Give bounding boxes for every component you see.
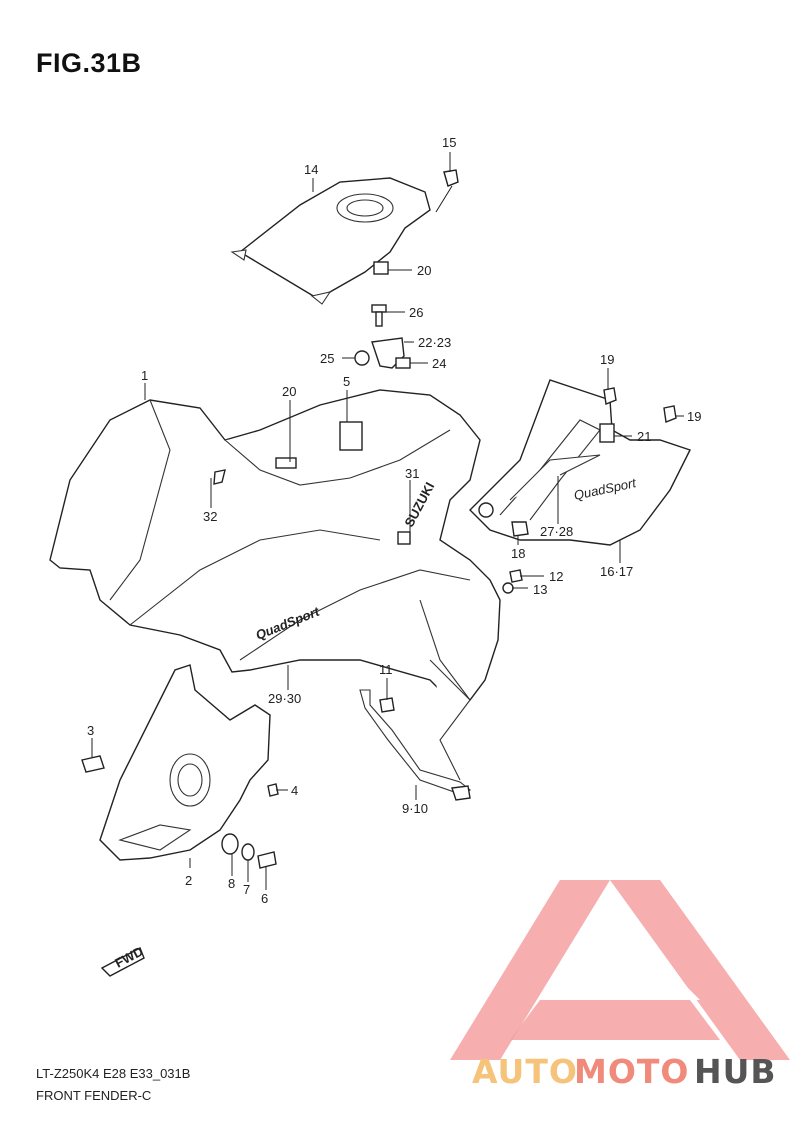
callout-16-17: 16·17 (600, 564, 633, 579)
callout-7: 7 (243, 882, 250, 897)
part-18-nut (511, 521, 529, 537)
callout-6: 6 (261, 891, 268, 906)
callout-19-a: 19 (600, 352, 614, 367)
callout-11: 11 (379, 662, 393, 677)
part-2-inner-fender (99, 664, 271, 861)
part-4-screw (267, 783, 279, 797)
footer-code: LT-Z250K4 E28 E33_031B (36, 1066, 191, 1081)
part-1-front-fender (49, 389, 501, 781)
leader-lines (91, 152, 684, 890)
watermark-part1: AUTO (472, 1052, 578, 1091)
callout-8: 8 (228, 876, 235, 891)
callout-14: 14 (304, 162, 318, 177)
callout-1: 1 (141, 368, 148, 383)
callout-3: 3 (87, 723, 94, 738)
callout-29-30: 29·30 (268, 691, 301, 706)
callout-19-b: 19 (687, 409, 701, 424)
figure-title: FIG.31B (36, 48, 142, 78)
footer-name: FRONT FENDER-C (36, 1088, 152, 1103)
part-3-clip-nut (81, 755, 105, 773)
part-6-7-8-fasteners (221, 833, 277, 869)
callout-25: 25 (320, 351, 334, 366)
callout-31: 31 (405, 466, 419, 481)
callout-32: 32 (203, 509, 217, 524)
part-16-17-side-panel (469, 379, 691, 546)
part-19-clips (603, 387, 677, 423)
part-14-cover (230, 177, 431, 305)
callout-22-23: 22·23 (418, 335, 451, 350)
watermark-part3: HUB (694, 1052, 777, 1091)
watermark-logo (450, 880, 790, 1060)
callout-18: 18 (511, 546, 525, 561)
callout-9-10: 9·10 (402, 801, 428, 816)
callout-20-a: 20 (282, 384, 296, 399)
callout-24: 24 (432, 356, 446, 371)
callout-5: 5 (343, 374, 350, 389)
callout-20-b: 20 (417, 263, 431, 278)
callout-26: 26 (409, 305, 423, 320)
callout-15: 15 (442, 135, 456, 150)
part-9-10-bracket (359, 689, 472, 801)
part-22-23-bracket (354, 337, 411, 369)
watermark-part2: MOTO (574, 1052, 690, 1091)
callout-27-28: 27·28 (540, 524, 573, 539)
part-11-bolt (379, 697, 395, 713)
part-12-13-screw-washer (502, 569, 523, 594)
fwd-arrow-icon (100, 947, 145, 977)
callout-4: 4 (291, 783, 298, 798)
part-15-clip (435, 169, 459, 213)
part-26-bolt (371, 304, 387, 327)
callout-labels: 1 2 3 4 5 6 7 8 9·10 11 12 13 14 15 16·1… (87, 135, 701, 906)
callout-21: 21 (637, 429, 651, 444)
callout-2: 2 (185, 873, 192, 888)
part-20-upper-pad (373, 261, 389, 275)
callout-12: 12 (549, 569, 563, 584)
callout-13: 13 (533, 582, 547, 597)
